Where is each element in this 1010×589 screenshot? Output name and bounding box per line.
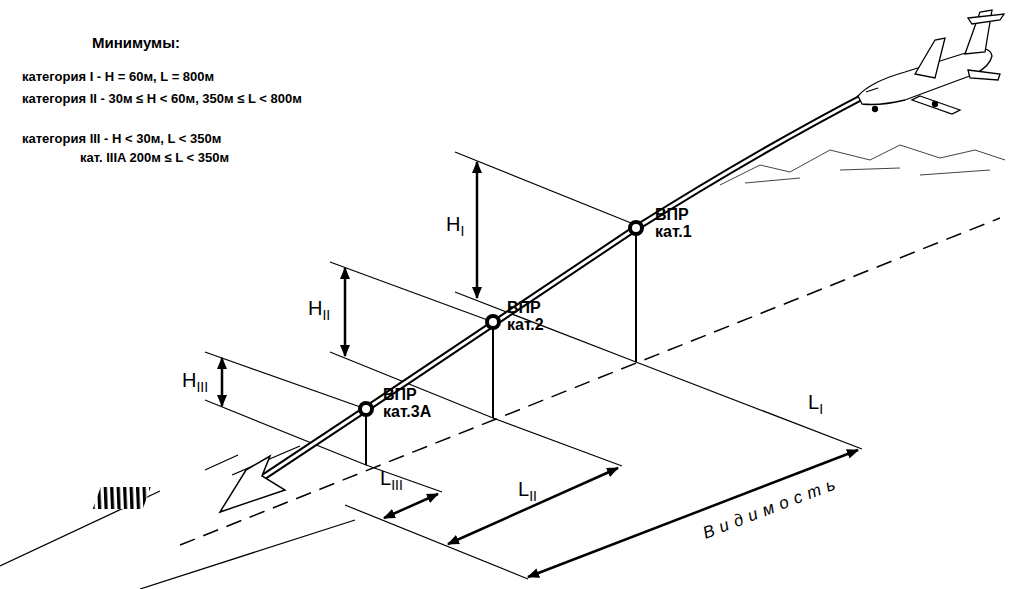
runway-outline [0, 446, 355, 589]
minimum-note: категория II - 30м ≤ H < 60м, 350м ≤ L <… [22, 91, 346, 107]
minimum-note: кат. IIIA 200м ≤ L < 350м [80, 150, 229, 166]
dimension-label: HIII [182, 368, 208, 396]
dimension-label: LIII [380, 466, 403, 494]
decision-point-label: ВПР кат.3А [383, 387, 439, 421]
dimension-label: LI [808, 390, 823, 418]
extension-lines [205, 152, 862, 579]
glide-path [220, 92, 872, 512]
dimension-label: LII [518, 477, 537, 505]
decision-point-label: ВПР кат.2 [507, 300, 555, 334]
minimum-note: категория I - H = 60м, L = 800м [22, 69, 214, 85]
airplane [858, 10, 1004, 114]
decision-point-label: ВПР кат.1 [655, 207, 703, 241]
legend-title: Минимумы: [92, 34, 180, 52]
dimension-arrows [222, 162, 858, 577]
decision-height-verticals [366, 228, 636, 465]
minimum-note: категория III - H < 30м, L < 350м [22, 131, 221, 147]
dimension-label: HII [308, 296, 330, 324]
runway-centerline [180, 218, 1000, 545]
dimension-label: HI [446, 212, 464, 240]
